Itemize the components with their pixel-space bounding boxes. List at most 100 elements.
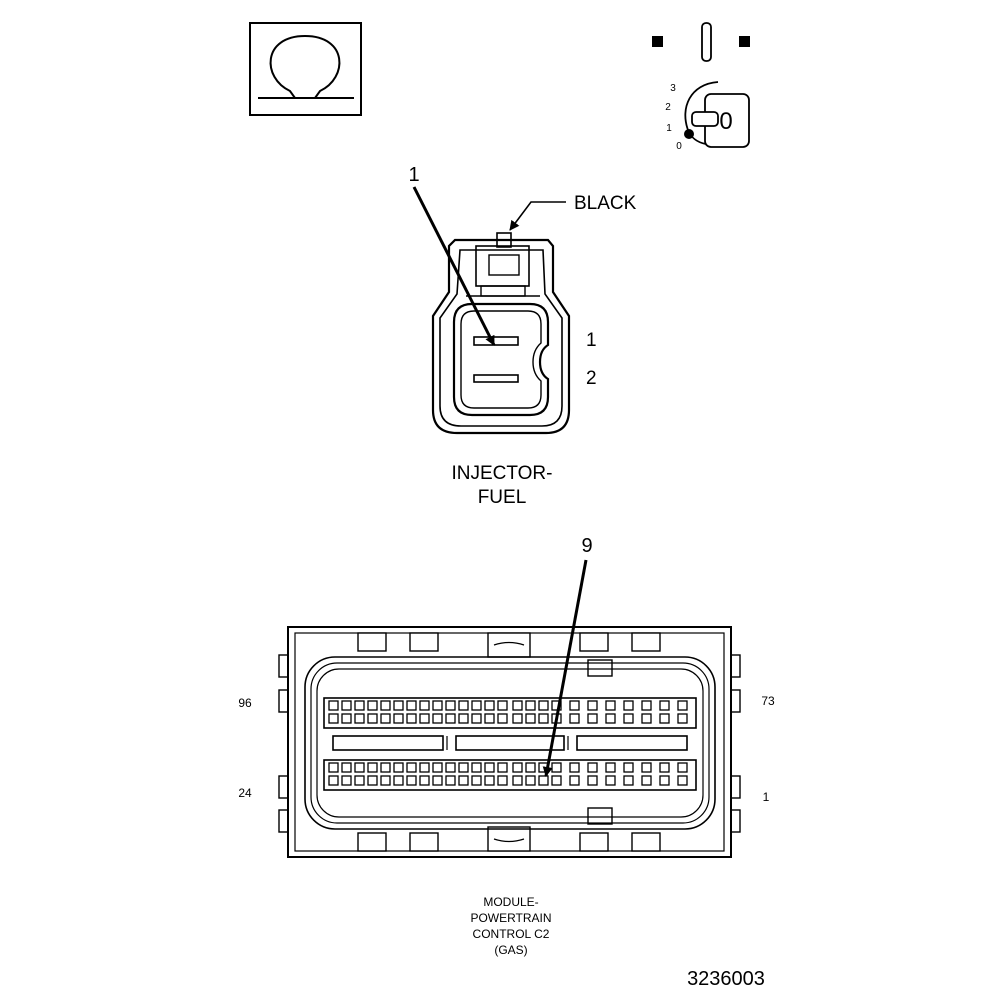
- pcm-pin-cavity: [569, 762, 580, 773]
- pcm-pin-cavity: [328, 713, 339, 724]
- pcm-pin-cavity: [497, 713, 508, 724]
- pcm-pin-cavity: [432, 775, 443, 786]
- key-position-3: 3: [670, 83, 676, 94]
- pcm-pin-cavity: [445, 762, 456, 773]
- pcm-pin-cavity: [432, 762, 443, 773]
- pcm-pin-cavity: [445, 775, 456, 786]
- pcm-pin-cavity: [432, 713, 443, 724]
- pcm-pin-cavity: [659, 775, 670, 786]
- pcm-pin-cavity: [512, 762, 523, 773]
- pcm-pin-cavity: [623, 713, 634, 724]
- pcm-pin-cavity: [569, 700, 580, 711]
- pcm-pin-cavity: [525, 700, 536, 711]
- pcm-pin-cavity: [445, 700, 456, 711]
- pcm-corner-label-top-right: 73: [761, 694, 775, 708]
- injector-pin-2: [473, 374, 519, 383]
- injector-connector: [431, 232, 571, 435]
- injector-pin-label-1: 1: [586, 330, 597, 351]
- pcm-pin-cavity: [484, 713, 495, 724]
- pcm-pin-cavity: [341, 713, 352, 724]
- pcm-pin-cavity: [538, 713, 549, 724]
- pcm-pin-cavity: [641, 762, 652, 773]
- pcm-name-line-3: CONTROL C2: [473, 927, 550, 941]
- pcm-callout-arrow: [542, 559, 588, 777]
- pcm-pin-cavity: [659, 700, 670, 711]
- pcm-name-line-4: (GAS): [494, 943, 527, 957]
- pcm-pin-cavity: [367, 713, 378, 724]
- pcm-pin-cavity: [354, 700, 365, 711]
- pcm-pin-cavity: [659, 762, 670, 773]
- pcm-pin-cavity: [677, 700, 688, 711]
- pcm-pin-cavity: [484, 700, 495, 711]
- pcm-pin-cavity: [458, 762, 469, 773]
- pcm-pin-cavity: [406, 713, 417, 724]
- pcm-pin-cavity: [419, 775, 430, 786]
- pcm-pin-cavity: [341, 775, 352, 786]
- pcm-pin-cavity: [380, 713, 391, 724]
- pcm-pin-cavity: [458, 700, 469, 711]
- pcm-pin-cavity: [341, 700, 352, 711]
- injector-callout-arrow: [412, 186, 496, 346]
- pcm-pin-cavity: [525, 775, 536, 786]
- pcm-pin-cavity: [458, 713, 469, 724]
- pcm-pin-cavity: [406, 700, 417, 711]
- pcm-pin-cavity: [406, 775, 417, 786]
- key-position-1: 1: [666, 123, 672, 134]
- ignition-key-icon: 0 3 2 1 0: [652, 22, 750, 152]
- pcm-pin-cavity: [641, 700, 652, 711]
- pcm-pin-cavity: [328, 775, 339, 786]
- pcm-pin-cavity: [525, 713, 536, 724]
- pcm-pin-cavity: [497, 700, 508, 711]
- pcm-pin-cavity: [497, 762, 508, 773]
- pcm-pin-cavity: [354, 713, 365, 724]
- key-position-2: 2: [665, 102, 671, 113]
- pcm-pin-cavity: [605, 713, 616, 724]
- pcm-pin-cavity: [471, 775, 482, 786]
- pcm-pin-cavity: [406, 762, 417, 773]
- pcm-corner-label-bottom-right: 1: [763, 790, 770, 804]
- pcm-pin-cavity: [623, 700, 634, 711]
- pcm-pin-cavity: [354, 775, 365, 786]
- pcm-pin-cavity: [458, 775, 469, 786]
- pcm-pin-cavity: [569, 713, 580, 724]
- pcm-pin-cavity: [605, 700, 616, 711]
- color-label-leader: [509, 201, 566, 231]
- pcm-corner-label-top-left: 96: [238, 696, 252, 710]
- pcm-pin-cavity: [393, 762, 404, 773]
- figure-number: 3236003: [687, 968, 765, 990]
- pcm-pin-cavity: [367, 700, 378, 711]
- pcm-pin-cavity: [484, 775, 495, 786]
- pcm-pin-cavity: [419, 713, 430, 724]
- pcm-connector: [278, 626, 741, 858]
- pcm-pin-cavity: [623, 775, 634, 786]
- pcm-pin-cavity: [445, 713, 456, 724]
- pcm-pin-cavity: [328, 700, 339, 711]
- injector-name-line-2: FUEL: [478, 487, 527, 508]
- pcm-pin-cavity: [380, 700, 391, 711]
- pcm-pin-cavity: [393, 713, 404, 724]
- pcm-callout-number: 9: [581, 535, 592, 557]
- pcm-pin-cavity: [677, 775, 688, 786]
- pcm-pin-cavity: [419, 762, 430, 773]
- pcm-pin-cavity: [512, 700, 523, 711]
- pcm-pin-cavity: [587, 775, 598, 786]
- pcm-pin-cavity: [641, 713, 652, 724]
- pcm-pin-cavity: [341, 762, 352, 773]
- pcm-pin-cavity: [367, 762, 378, 773]
- pcm-pin-cavity: [551, 762, 562, 773]
- pcm-pin-cavity: [605, 775, 616, 786]
- pcm-name-line-1: MODULE-: [483, 895, 538, 909]
- pcm-pin-cavity: [538, 775, 549, 786]
- pcm-pin-cavity: [512, 713, 523, 724]
- pcm-name-line-2: POWERTRAIN: [470, 911, 551, 925]
- pcm-pin-cavity: [551, 775, 562, 786]
- pcm-pin-cavity: [659, 713, 670, 724]
- pcm-pin-cavity: [587, 713, 598, 724]
- pcm-pin-cavity: [471, 700, 482, 711]
- ohm-icon: [249, 22, 362, 116]
- pcm-pin-cavity: [380, 762, 391, 773]
- pcm-pin-cavity: [471, 762, 482, 773]
- pcm-pin-cavity: [328, 762, 339, 773]
- pcm-pin-grid: [328, 700, 688, 786]
